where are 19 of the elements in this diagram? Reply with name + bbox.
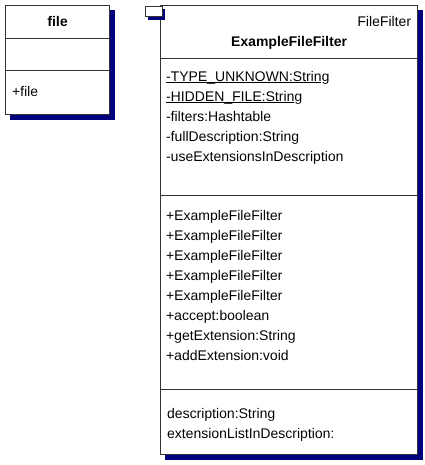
operation-text: +accept:boolean bbox=[166, 306, 270, 324]
property-text: description:String bbox=[167, 404, 276, 422]
attribute-text: -HIDDEN_FILE:String bbox=[166, 87, 302, 105]
class-name: ExampleFileFilter bbox=[230, 32, 348, 50]
operation-text: +ExampleFileFilter bbox=[166, 226, 282, 244]
operation-text: +ExampleFileFilter bbox=[166, 206, 282, 224]
attribute-text: -useExtensionsInDescription bbox=[166, 147, 344, 165]
operation-text: +addExtension:void bbox=[166, 346, 289, 364]
attribute-text: -TYPE_UNKNOWN:String bbox=[166, 67, 330, 85]
operation-text: +ExampleFileFilter bbox=[166, 266, 282, 284]
operation-text: +ExampleFileFilter bbox=[166, 286, 282, 304]
parent-class-label: FileFilter bbox=[357, 12, 411, 30]
operation-text: +ExampleFileFilter bbox=[166, 246, 282, 264]
operation-text: +getExtension:String bbox=[166, 326, 296, 344]
property-text: extensionListInDescription: bbox=[167, 424, 334, 442]
attribute-text: -filters:Hashtable bbox=[166, 107, 272, 125]
class-name: file bbox=[46, 12, 69, 30]
attribute-text: -fullDescription:String bbox=[166, 127, 300, 145]
operation-text: +file bbox=[12, 82, 38, 100]
